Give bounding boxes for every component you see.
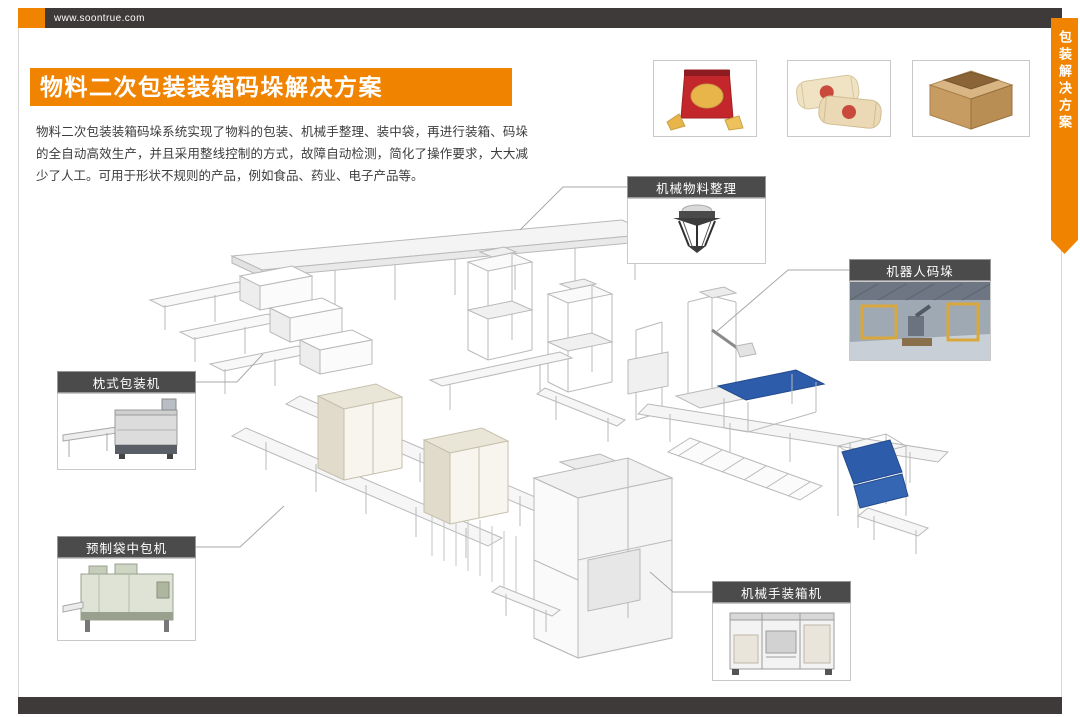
callout-label-text: 枕式包装机 — [92, 376, 161, 391]
product-photo-snack-pouch — [653, 60, 757, 137]
carton-box-image — [928, 69, 1014, 130]
case-packer-image — [729, 612, 835, 675]
side-ribbon-text: 包装解决方案 — [1057, 30, 1072, 132]
callout-image-robot-palletizing — [849, 281, 991, 361]
callout-image-pillow-packing-machine — [57, 393, 196, 470]
premade-bag-machine-image — [62, 563, 174, 632]
snack-pouch-image — [666, 69, 744, 131]
website-url: www.soontrue.com — [54, 12, 145, 24]
callout-label-text: 机械手装箱机 — [740, 586, 822, 601]
page-title: 物料二次包装装箱码垛解决方案 — [30, 68, 512, 106]
top-bar: www.soontrue.com — [18, 8, 1062, 28]
product-photo-carton-box — [912, 60, 1030, 137]
callout-label-pillow-packing-machine: 枕式包装机 — [57, 371, 196, 393]
side-ribbon: 包装解决方案 — [1051, 18, 1078, 254]
callout-label-material-sorting: 机械物料整理 — [627, 176, 766, 198]
product-photo-pillow-packs — [787, 60, 891, 137]
pillow-packs-image — [796, 74, 882, 129]
pillow-packing-machine-image — [62, 398, 178, 459]
callout-label-case-packer: 机械手装箱机 — [712, 581, 851, 603]
callout-image-case-packer — [712, 603, 851, 681]
callout-label-text: 机械物料整理 — [655, 181, 737, 196]
callout-image-premade-bag-machine — [57, 558, 196, 641]
intro-description: 物料二次包装装箱码垛系统实现了物料的包装、机械手整理、装中袋，再进行装箱、码垛的… — [36, 125, 528, 183]
bottom-bar — [18, 697, 1062, 714]
delta-robot-image — [673, 204, 721, 253]
callout-label-text: 机器人码垛 — [886, 264, 954, 279]
callout-label-premade-bag-machine: 预制袋中包机 — [57, 536, 196, 558]
callout-label-robot-palletizing: 机器人码垛 — [849, 259, 991, 281]
callout-label-text: 预制袋中包机 — [85, 541, 167, 556]
palletizing-cell-photo — [850, 282, 990, 360]
callout-image-material-sorting — [627, 198, 766, 264]
orange-accent-block — [18, 8, 45, 28]
